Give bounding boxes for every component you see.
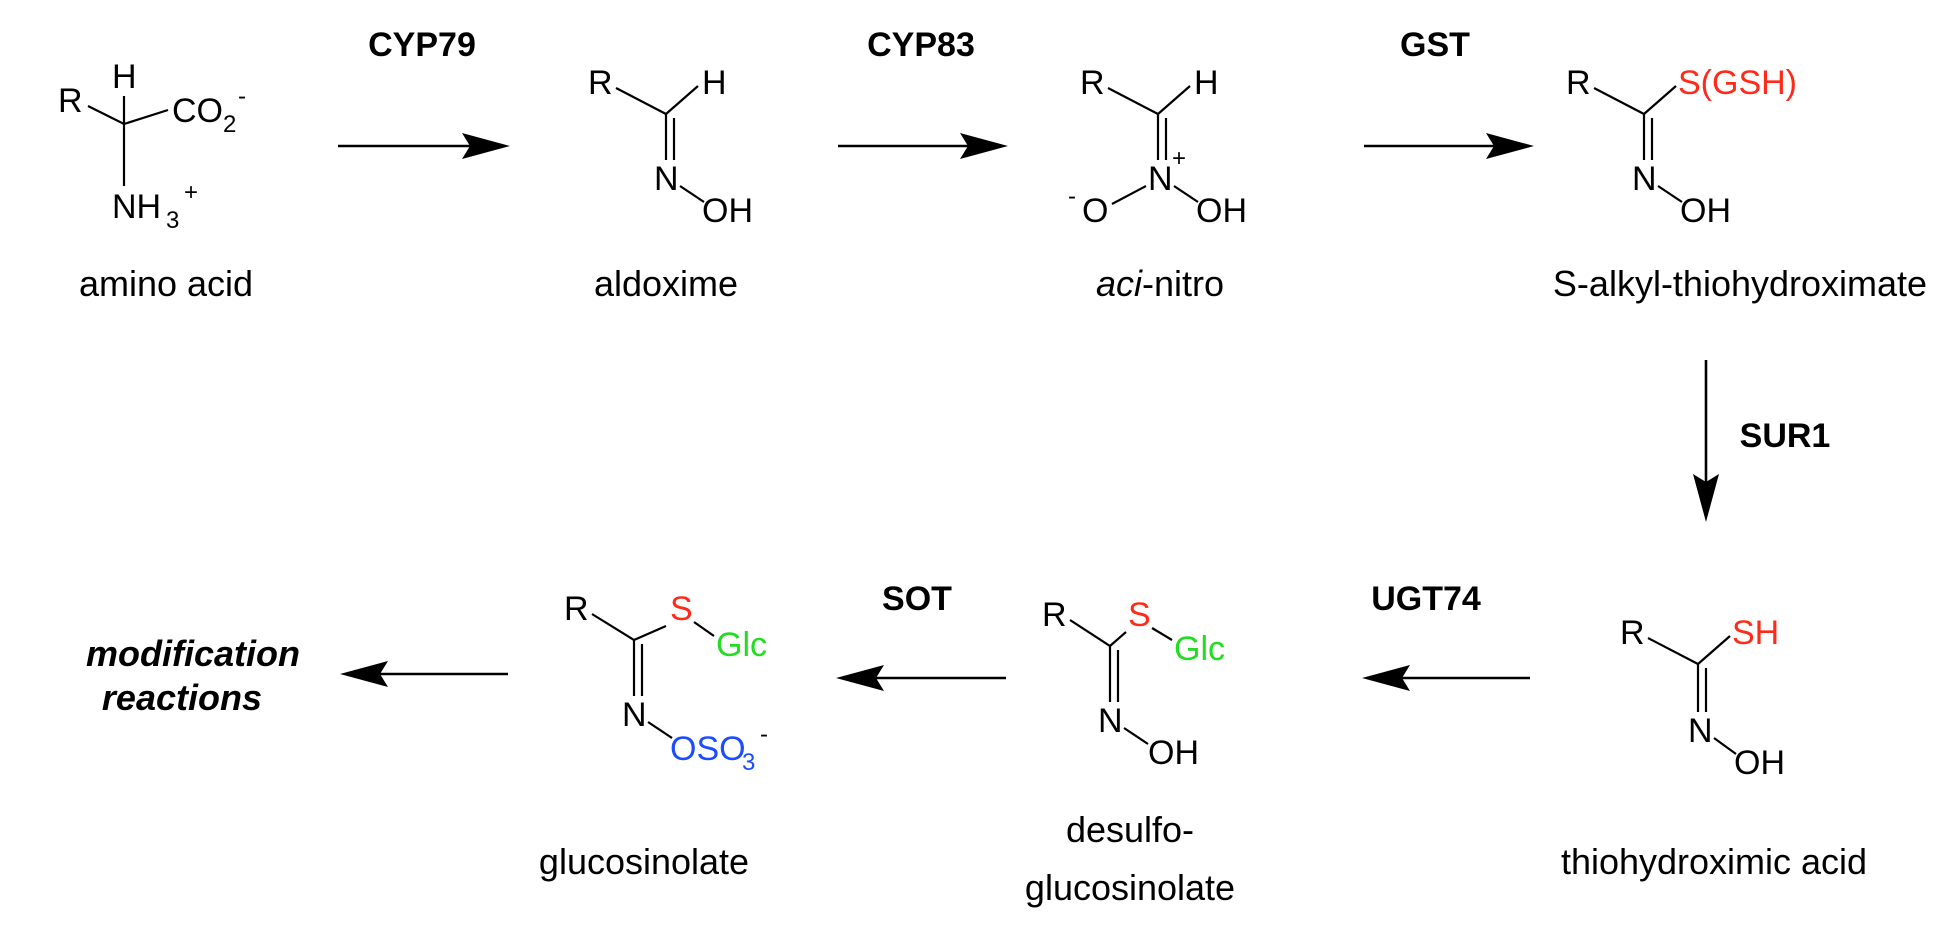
atom-charge-minus: - xyxy=(760,721,768,748)
label-thiohydroximic-acid: thiohydroximic acid xyxy=(1561,841,1867,882)
atom-subscript-2: 2 xyxy=(223,111,236,138)
atom-oh: OH xyxy=(702,192,753,230)
arrow-modification xyxy=(340,661,508,687)
atom-charge-plus: + xyxy=(184,179,198,206)
label-aci-nitro: aci-nitro xyxy=(1096,263,1224,304)
atom-oh: OH xyxy=(1148,734,1199,772)
atom-n: N xyxy=(654,160,679,198)
atom-oso: OSO xyxy=(670,730,746,768)
atom-glc: Glc xyxy=(1174,630,1225,668)
enzyme-label-sot: SOT xyxy=(882,580,952,618)
atom-oh: OH xyxy=(1734,744,1785,782)
atom-n: N xyxy=(1632,160,1657,198)
atom-subscript-3: 3 xyxy=(166,207,179,234)
enzyme-label-sur1: SUR1 xyxy=(1740,417,1831,455)
atom-r: R xyxy=(1566,64,1591,102)
label-nitro: -nitro xyxy=(1142,263,1224,304)
label-glucosinolate: glucosinolate xyxy=(539,841,749,882)
enzyme-label-ugt74: UGT74 xyxy=(1371,580,1481,618)
label-desulfo-line1: desulfo- xyxy=(1066,809,1194,850)
label-desulfo-line2: glucosinolate xyxy=(1025,867,1235,908)
structure-thiohydroximic-acid: R SH N OH xyxy=(1620,614,1785,782)
label-s-alkyl-thiohydroximate: S-alkyl-thiohydroximate xyxy=(1553,263,1927,304)
atom-subscript-3: 3 xyxy=(742,749,755,776)
atom-n: N xyxy=(1098,702,1123,740)
label-modification-line2: reactions xyxy=(102,677,262,718)
structure-desulfo-glucosinolate: R S Glc N OH xyxy=(1042,596,1225,772)
atom-r: R xyxy=(588,64,613,102)
structure-aldoxime: R H N OH xyxy=(588,64,753,230)
atom-r: R xyxy=(58,82,83,120)
label-modification-line1: modification xyxy=(86,633,300,674)
atom-h: H xyxy=(1194,64,1219,102)
structure-glucosinolate: R S Glc N OSO 3 - xyxy=(564,590,768,776)
atom-charge-plus: + xyxy=(1172,145,1186,172)
atom-glc: Glc xyxy=(716,626,767,664)
label-aldoxime: aldoxime xyxy=(594,263,738,304)
arrow-sot xyxy=(836,665,1006,691)
atom-n: N xyxy=(1688,712,1713,750)
enzyme-label-cyp79: CYP79 xyxy=(368,26,476,64)
atom-s: S xyxy=(670,590,693,628)
atom-n: N xyxy=(622,696,647,734)
structure-s-alkyl-thiohydroximate: R S(GSH) N OH xyxy=(1566,64,1797,230)
atom-r: R xyxy=(1080,64,1105,102)
atom-r: R xyxy=(1620,614,1645,652)
atom-sh: SH xyxy=(1732,614,1779,652)
arrow-sur1 xyxy=(1693,360,1719,522)
arrow-ugt74 xyxy=(1362,665,1530,691)
label-aci-italic: aci xyxy=(1096,263,1143,304)
atom-n: N xyxy=(1148,160,1173,198)
atom-oh: OH xyxy=(1680,192,1731,230)
atom-s-gsh: S(GSH) xyxy=(1678,64,1797,102)
atom-h: H xyxy=(702,64,727,102)
atom-r: R xyxy=(564,590,589,628)
structure-aci-nitro: R H N + O - OH xyxy=(1068,64,1247,230)
atom-o: O xyxy=(1082,192,1108,230)
atom-oh: OH xyxy=(1196,192,1247,230)
enzyme-label-gst: GST xyxy=(1400,26,1470,64)
atom-s: S xyxy=(1128,596,1151,634)
arrow-cyp79 xyxy=(338,133,510,159)
enzyme-label-cyp83: CYP83 xyxy=(867,26,975,64)
atom-nh: NH xyxy=(112,188,161,226)
atom-h: H xyxy=(112,58,137,96)
arrow-gst xyxy=(1364,133,1534,159)
atom-r: R xyxy=(1042,596,1067,634)
arrow-cyp83 xyxy=(838,133,1008,159)
label-amino-acid: amino acid xyxy=(79,263,253,304)
atom-charge-minus: - xyxy=(238,83,246,110)
atom-co: CO xyxy=(172,92,223,130)
atom-charge-minus: - xyxy=(1068,183,1076,210)
structure-amino-acid: R H CO 2 - NH 3 + xyxy=(58,58,246,234)
